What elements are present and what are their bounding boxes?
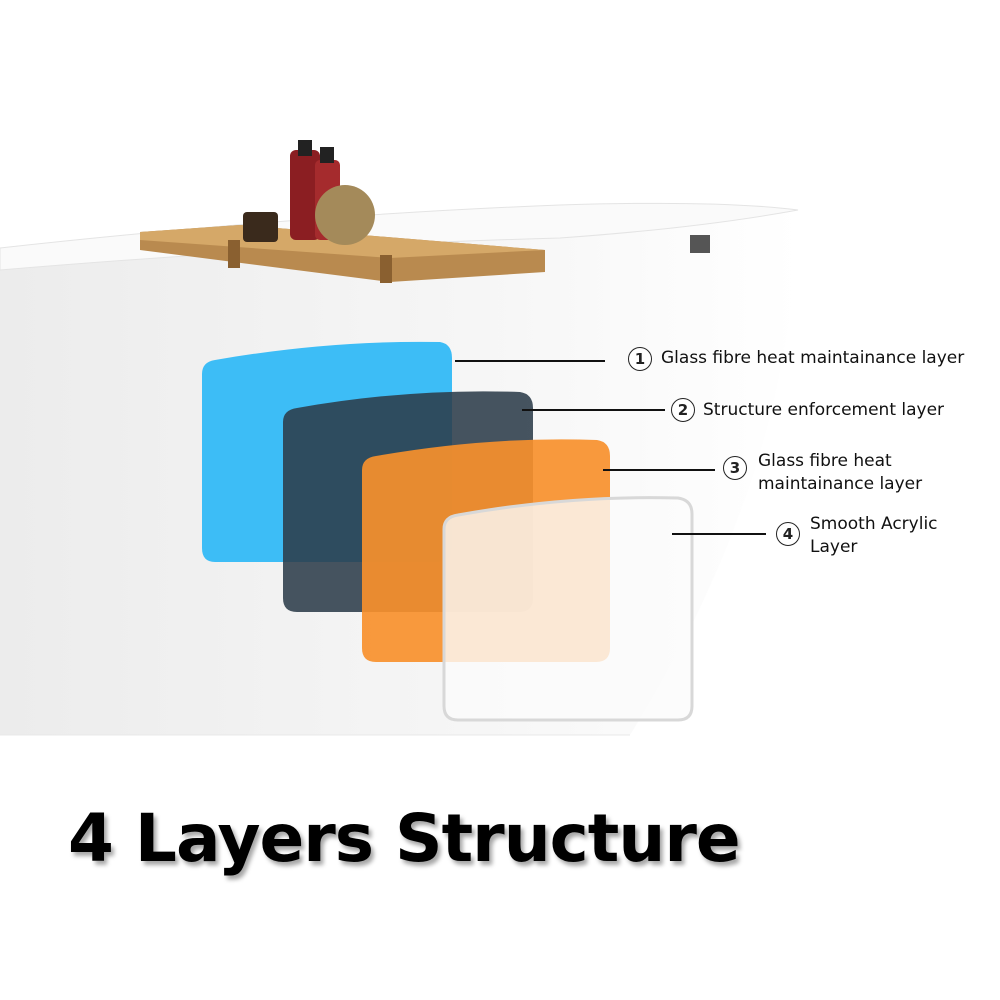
leader-line-4: [672, 533, 766, 535]
bottles: [243, 140, 710, 253]
headline-title: 4 Layers Structure: [68, 800, 741, 877]
layer-number-2: 2: [671, 398, 695, 422]
layer-number-3: 3: [723, 456, 747, 480]
layer-number-4: 4: [776, 522, 800, 546]
layer-label-1: Glass fibre heat maintainance layer: [661, 348, 965, 368]
leader-line-2: [522, 409, 665, 411]
layer-label-3: Glass fibre heat maintainance layer: [758, 451, 923, 494]
layer-stack: [202, 341, 694, 722]
leader-line-1: [455, 360, 605, 362]
layer-4-shape: [442, 496, 694, 722]
layer-label-2: Structure enforcement layer: [703, 400, 945, 420]
layer-label-4: Smooth Acrylic Layer: [810, 514, 938, 557]
leader-line-3: [603, 469, 715, 471]
layer-number-1: 1: [628, 347, 652, 371]
